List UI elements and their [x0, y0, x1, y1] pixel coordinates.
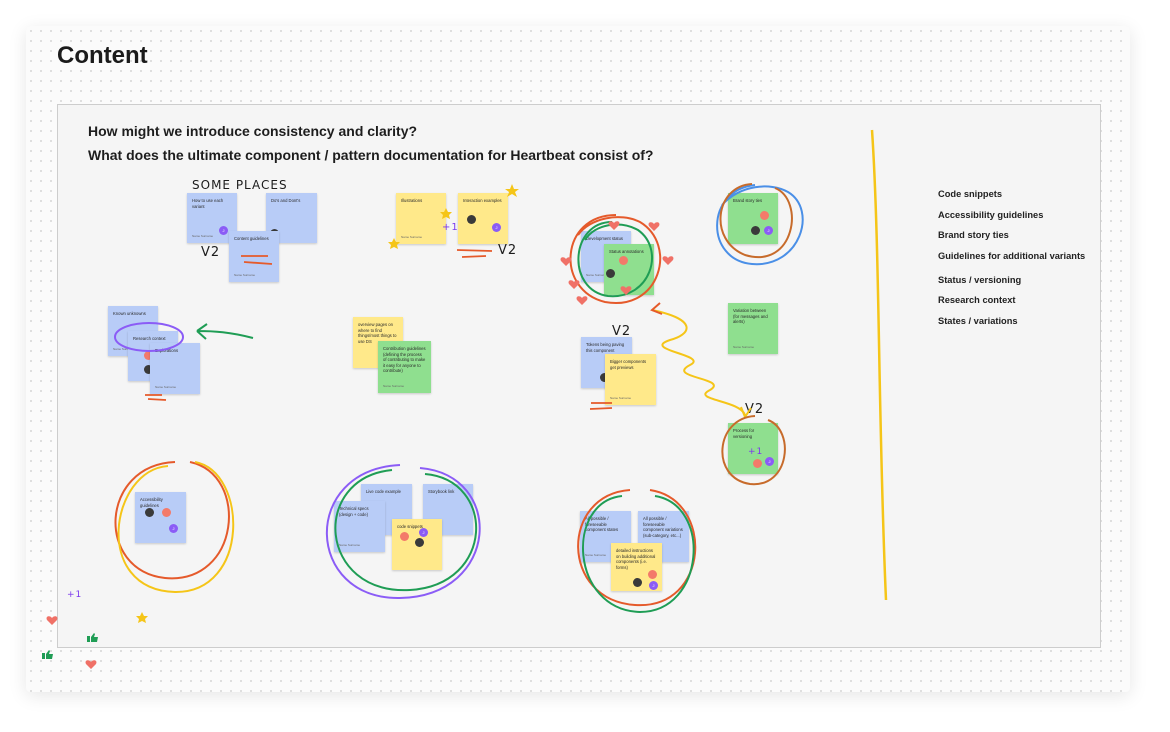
- note-text: overview pages on where to find things/m…: [358, 322, 397, 344]
- note-text: Storybook link: [428, 489, 455, 494]
- sticky-note[interactable]: Brand story ties J: [728, 193, 778, 244]
- note-author: Name Surname: [585, 552, 607, 557]
- note-text: Process for versioning: [733, 428, 755, 439]
- note-text: Variation between (for messages and aler…: [733, 308, 768, 324]
- avatar: [633, 578, 642, 587]
- avatar: [162, 508, 171, 517]
- sticky-note[interactable]: How to use each variant J Name Surname: [187, 193, 237, 243]
- note-text: Live code example: [366, 489, 401, 494]
- handwritten-some-places: SOME PLACES: [192, 178, 288, 192]
- avatar: J: [765, 457, 774, 466]
- sticky-note[interactable]: code snippets J: [392, 519, 442, 570]
- page-title: Content: [57, 42, 148, 69]
- note-author: Name Surname: [383, 383, 405, 388]
- avatar: [753, 459, 762, 468]
- note-author: Name Surname: [192, 233, 214, 238]
- avatar: J: [649, 581, 658, 590]
- plus-one-reaction[interactable]: +1: [67, 590, 83, 600]
- sticky-note[interactable]: Interaction examples J: [458, 193, 508, 244]
- avatar: [144, 351, 153, 360]
- note-author: Name Surname: [155, 384, 177, 389]
- sticky-note[interactable]: Explorations Name Surname: [150, 343, 200, 394]
- avatar: [144, 365, 153, 374]
- avatar: [648, 570, 657, 579]
- note-text: Accessibility guidelines: [140, 497, 163, 508]
- note-text: Technical specs (design + code): [339, 506, 369, 517]
- note-text: Tokens being paving this component: [586, 342, 625, 353]
- plus-one-reaction[interactable]: +1: [442, 222, 459, 233]
- sticky-note[interactable]: Contribution guidelines (defining the pr…: [378, 341, 431, 393]
- sticky-note[interactable]: Variation between (for messages and aler…: [728, 303, 778, 354]
- note-text: Content guidelines: [234, 236, 269, 241]
- list-item[interactable]: Code snippets: [938, 189, 1003, 199]
- avatar: [415, 538, 424, 547]
- note-author: Name Surname: [610, 395, 632, 400]
- note-text: Brand story ties: [733, 198, 763, 203]
- note-text: Illustrations: [401, 198, 423, 203]
- note-text: Contribution guidelines (defining the pr…: [383, 346, 426, 373]
- note-text: Development status: [586, 236, 624, 241]
- avatar: J: [169, 524, 178, 533]
- list-item[interactable]: Status / versioning: [938, 275, 1022, 285]
- note-text: code snippets: [397, 524, 423, 529]
- sticky-note[interactable]: Accessibility guidelines J: [135, 492, 186, 543]
- note-text: Interaction examples: [463, 198, 502, 203]
- sticky-note[interactable]: Illustrations Name Surname: [396, 193, 446, 244]
- note-text: All possible / foreseeable component sta…: [585, 516, 619, 532]
- sticky-note[interactable]: Technical specs (design + code) Name Sur…: [334, 501, 385, 552]
- avatar: [751, 226, 760, 235]
- avatar: [606, 269, 615, 278]
- avatar: J: [419, 528, 428, 537]
- note-author: Name Surname: [339, 542, 361, 547]
- note-text: detailed instructions on building additi…: [616, 548, 656, 570]
- sticky-note[interactable]: Bigger components get previews Name Surn…: [605, 354, 656, 405]
- note-text: Status annotations: [609, 249, 644, 254]
- avatar: [760, 211, 769, 220]
- avatar: J: [492, 223, 501, 232]
- handwritten-v2: V2: [498, 243, 518, 258]
- note-author: Name Surname: [234, 272, 256, 277]
- note-text: Bigger components get previews: [610, 359, 647, 370]
- avatar: [600, 373, 609, 382]
- plus-one-reaction[interactable]: +1: [748, 447, 764, 457]
- sticky-note[interactable]: detailed instructions on building additi…: [611, 543, 662, 591]
- note-author: Name Surname: [401, 234, 423, 239]
- question-consistency: How might we introduce consistency and c…: [88, 123, 418, 139]
- note-text: Do's and Dont's: [271, 198, 301, 203]
- question-documentation: What does the ultimate component / patte…: [88, 147, 654, 163]
- avatar: [145, 508, 154, 517]
- avatar: J: [219, 226, 228, 235]
- avatar: [467, 215, 476, 224]
- list-item[interactable]: Guidelines for additional variants: [938, 251, 1086, 261]
- list-item[interactable]: Accessibility guidelines: [938, 210, 1044, 220]
- note-text: All possible / foreseeable component var…: [643, 516, 683, 538]
- handwritten-v2: V2: [745, 402, 765, 417]
- note-text: Research context: [133, 336, 166, 341]
- list-item[interactable]: States / variations: [938, 316, 1018, 326]
- sticky-note[interactable]: Content guidelines Name Surname: [229, 231, 279, 282]
- avatar: J: [764, 226, 773, 235]
- handwritten-v2: V2: [201, 245, 221, 260]
- note-text: Explorations: [155, 348, 179, 353]
- handwritten-v2: V2: [612, 324, 632, 339]
- sticky-note[interactable]: Status annotations: [604, 244, 654, 295]
- note-text: How to use each variant: [192, 198, 224, 209]
- note-text: Known unknowns: [113, 311, 146, 316]
- list-item[interactable]: Brand story ties: [938, 230, 1009, 240]
- list-item[interactable]: Research context: [938, 295, 1016, 305]
- avatar: [619, 256, 628, 265]
- note-author: Name Surname: [733, 344, 755, 349]
- avatar: [400, 532, 409, 541]
